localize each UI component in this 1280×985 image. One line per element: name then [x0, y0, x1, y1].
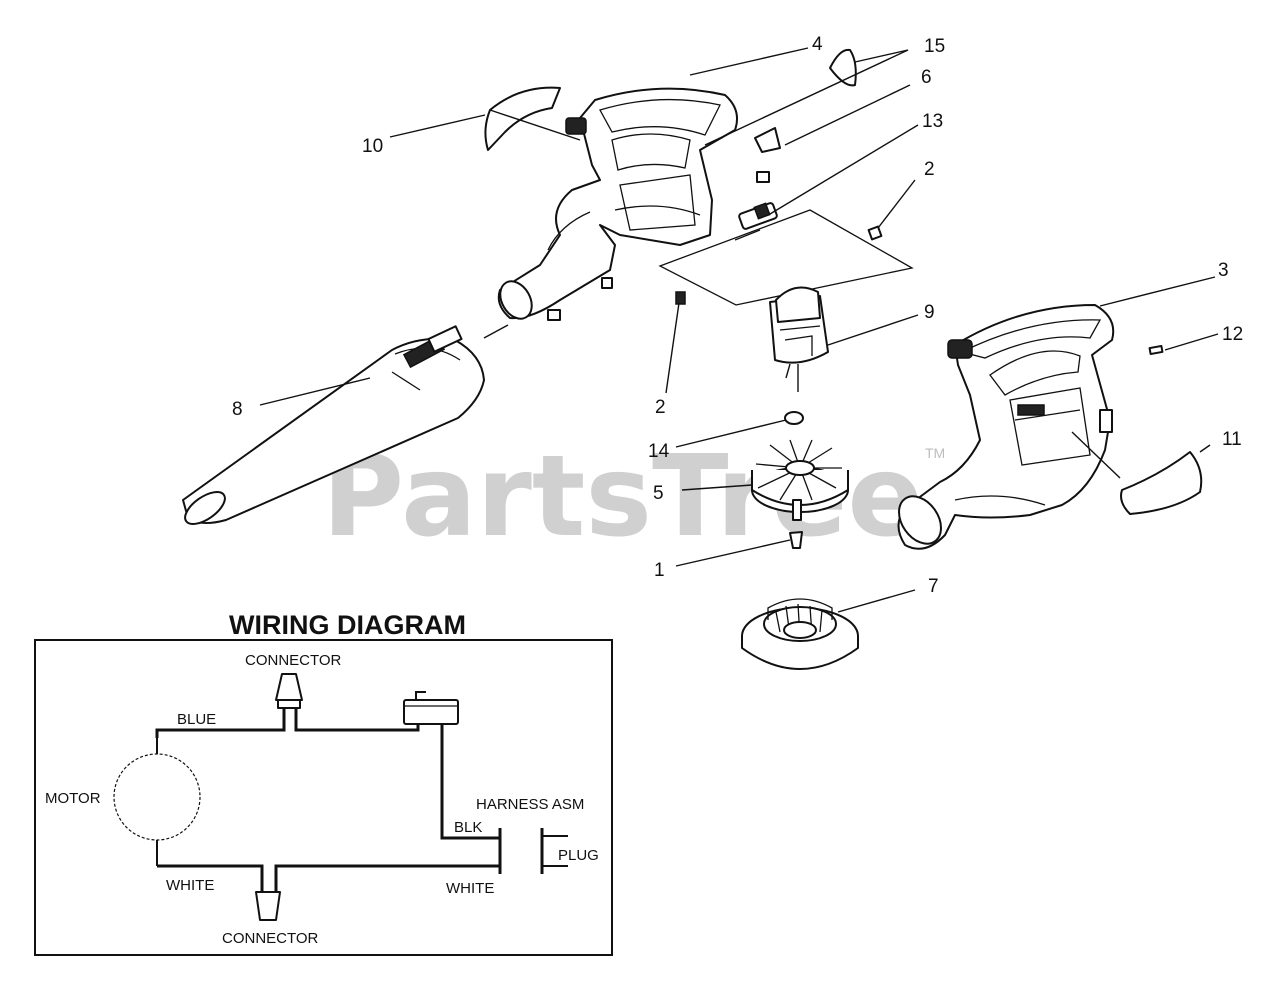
- label-harness: HARNESS ASM: [476, 796, 584, 813]
- label-white-right: WHITE: [446, 880, 494, 897]
- callout-1: 1: [654, 560, 665, 581]
- cover-10-icon: [484, 86, 561, 151]
- callout-6: 6: [921, 67, 932, 88]
- intake-cover-icon: [741, 598, 859, 670]
- decal-15-icon: [829, 48, 857, 87]
- label-plug: PLUG: [558, 847, 599, 864]
- impeller-icon: [751, 439, 849, 521]
- screw-icon: [675, 225, 883, 305]
- switch-symbol-icon: [403, 691, 459, 725]
- callout-4: 4: [812, 34, 823, 55]
- callout-14: 14: [648, 441, 670, 462]
- cover-11-icon: [1120, 451, 1203, 515]
- label-blue: BLUE: [177, 711, 216, 728]
- label-connector-top: CONNECTOR: [245, 652, 342, 669]
- label-white-left: WHITE: [166, 877, 214, 894]
- wiring-title: WIRING DIAGRAM: [229, 610, 466, 640]
- callout-10: 10: [362, 136, 383, 157]
- label-blk: BLK: [454, 819, 482, 836]
- watermark: PartsTree TM: [322, 432, 945, 562]
- motor-symbol-icon: [113, 738, 201, 866]
- callout-7: 7: [928, 576, 939, 597]
- callout-9: 9: [924, 302, 935, 323]
- label-motor: MOTOR: [45, 790, 101, 807]
- callout-8: 8: [232, 399, 243, 420]
- connector-top-icon: [275, 673, 303, 709]
- callout-2-right: 2: [924, 159, 935, 180]
- leader-lines: [259, 47, 1219, 613]
- motor-icon: [769, 286, 829, 392]
- assembly-plane: [658, 209, 914, 306]
- lower-housing-icon: [897, 304, 1115, 550]
- callout-13: 13: [922, 111, 943, 132]
- connector-bottom-icon: [255, 891, 281, 921]
- watermark-trademark: TM: [925, 445, 945, 461]
- plug-icon: [540, 828, 568, 874]
- callouts: 4 15 6 13 2 10 3 9 12 8 2 11 14 5 1 7: [232, 34, 1243, 597]
- screw-12-icon: [1148, 345, 1164, 355]
- callout-11: 11: [1222, 429, 1242, 450]
- callout-15: 15: [924, 36, 945, 57]
- nut-icon: [789, 531, 803, 549]
- upper-housing-icon: [497, 87, 738, 321]
- wiring-frame: [34, 639, 613, 956]
- switch-icon: [734, 202, 778, 241]
- bracket-6-icon: [754, 127, 781, 183]
- callout-12: 12: [1222, 324, 1243, 345]
- callout-3: 3: [1218, 260, 1229, 281]
- blower-tube-icon: [182, 325, 485, 525]
- washer-icon: [784, 411, 804, 425]
- callout-5: 5: [653, 483, 664, 504]
- callout-2-left: 2: [655, 397, 666, 418]
- wiring-diagram: WIRING DIAGRAM: [34, 610, 613, 956]
- label-connector-bottom: CONNECTOR: [222, 930, 319, 947]
